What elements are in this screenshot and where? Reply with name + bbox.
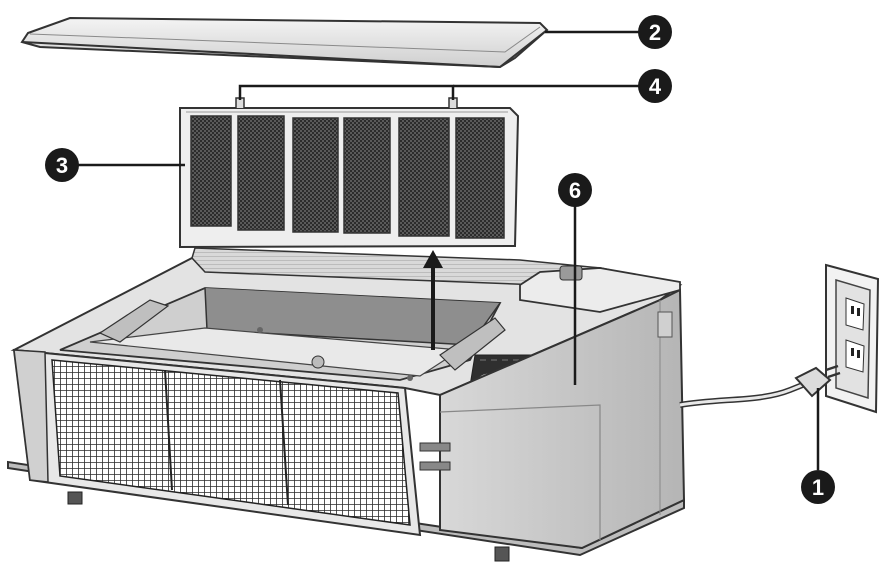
wall-outlet-icon — [825, 263, 880, 414]
handle-icon — [559, 265, 583, 281]
up-arrow-icon — [423, 250, 443, 350]
leader-lines — [78, 30, 820, 470]
callout-3: 3 — [45, 148, 79, 182]
callout-2: 2 — [638, 15, 672, 49]
callout-3-number: 3 — [56, 153, 68, 178]
callout-6-number: 6 — [569, 178, 581, 203]
callout-2-number: 2 — [649, 20, 661, 45]
power-plug-icon — [679, 364, 841, 408]
callout-1-badge — [801, 470, 835, 504]
air-purifier-icon — [7, 247, 686, 562]
filter-cartridge-icon — [179, 97, 520, 249]
callout-1-number: 1 — [812, 475, 824, 500]
callout-6: 6 — [558, 173, 592, 207]
callout-4-number: 4 — [649, 74, 662, 99]
callout-4: 4 — [638, 69, 672, 103]
leader-bracket-4 — [238, 84, 455, 100]
callout-6-badge — [558, 173, 592, 207]
callout-2-badge — [638, 15, 672, 49]
callout-3-badge — [45, 148, 79, 182]
top-cover-icon — [20, 16, 549, 69]
callout-4-badge — [638, 69, 672, 103]
callout-1: 1 — [801, 470, 835, 504]
